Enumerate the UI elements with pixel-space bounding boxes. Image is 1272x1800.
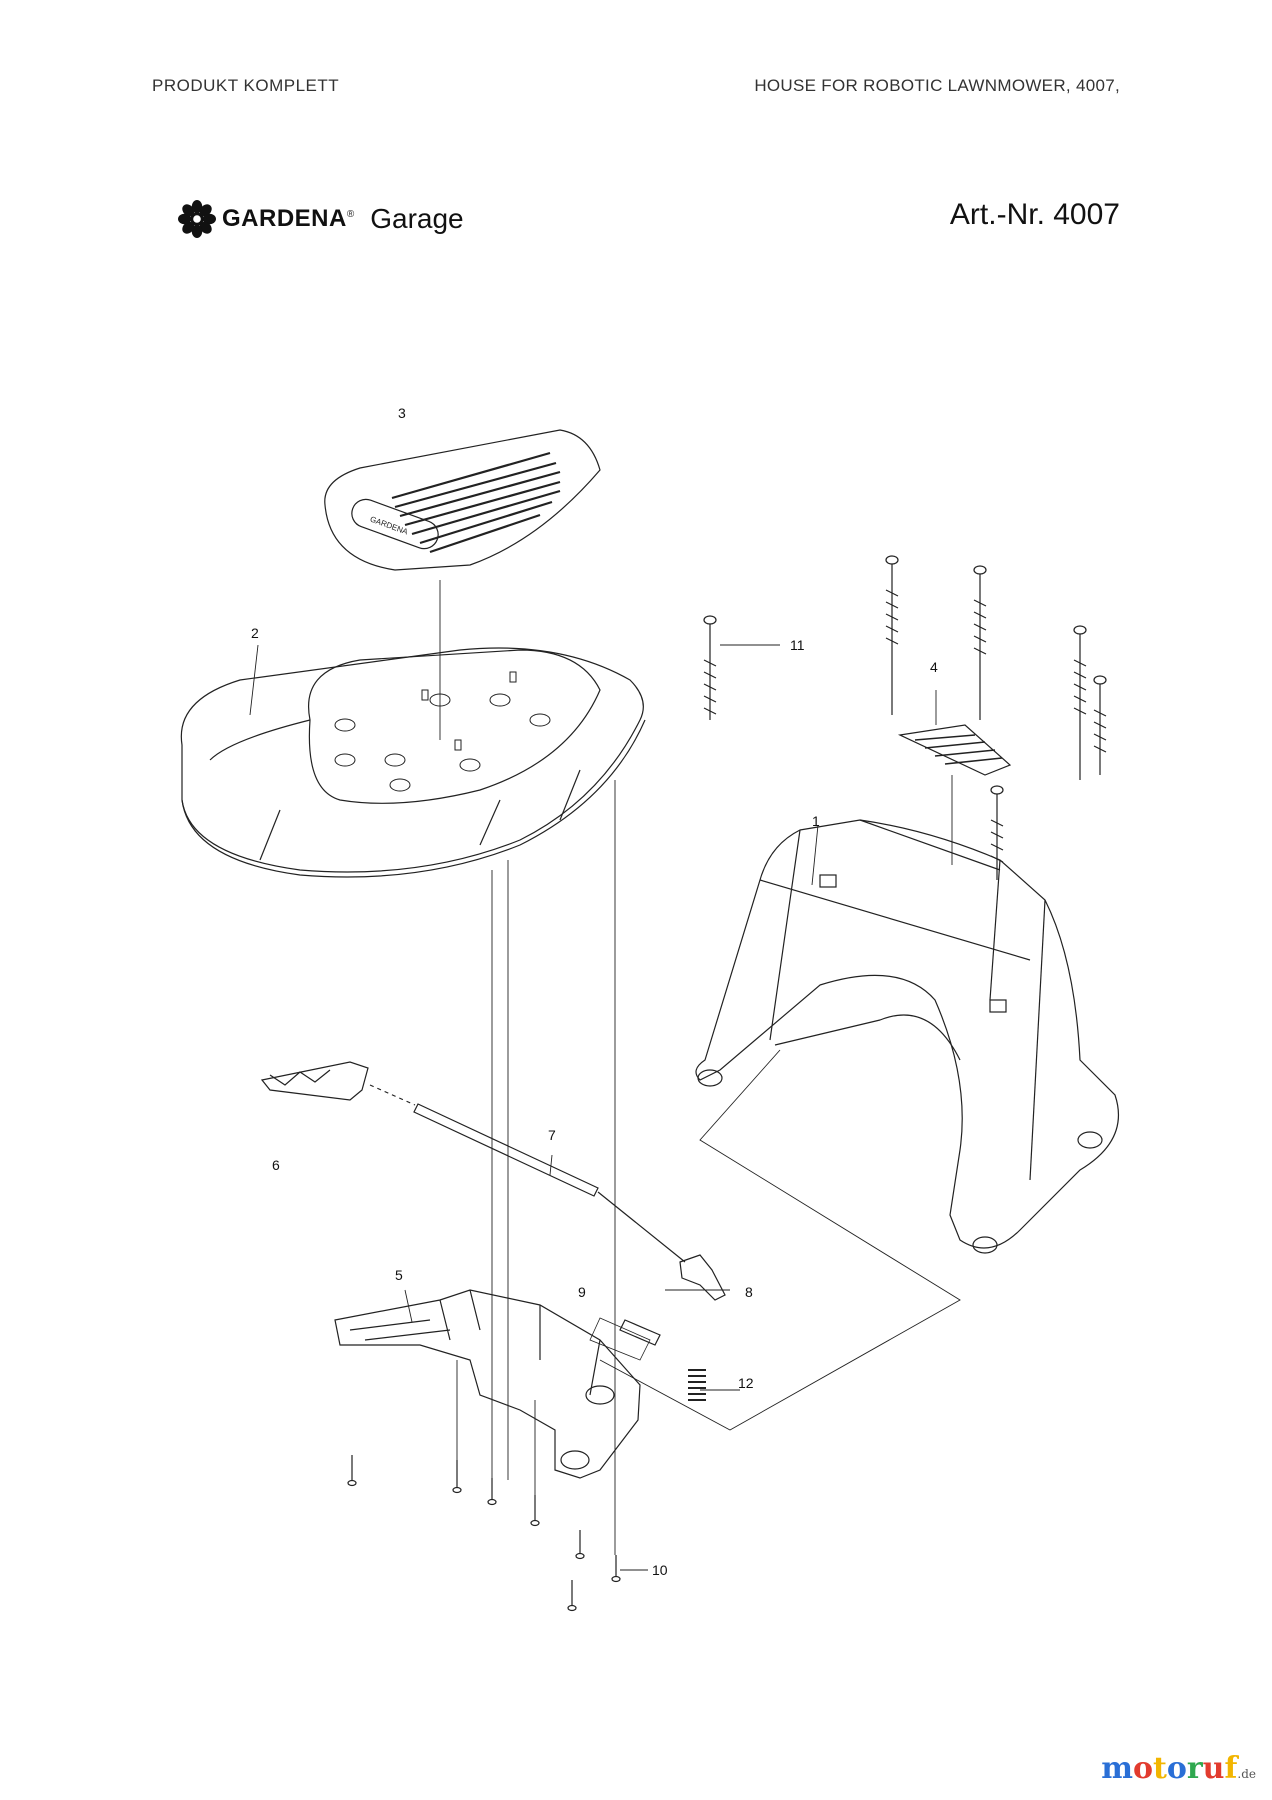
callout-7: 7	[548, 1127, 556, 1143]
callout-1: 1	[812, 813, 820, 829]
part-1-housing	[695, 819, 1119, 1254]
callout-8: 8	[745, 1284, 753, 1300]
footer-site-name: motoruf	[1101, 1751, 1237, 1786]
header-title: HOUSE FOR ROBOTIC LAWNMOWER, 4007,	[754, 76, 1120, 95]
header-product-label: PRODUKT KOMPLETT	[152, 76, 340, 95]
product-name: Garage	[370, 203, 464, 234]
callout-6: 6	[272, 1157, 280, 1173]
footer-site-letter: r	[1186, 1751, 1203, 1786]
part-2-roof	[180, 647, 646, 878]
callout-2: 2	[251, 625, 259, 641]
callout-5: 5	[395, 1267, 403, 1283]
footer-site-letter: o	[1166, 1751, 1187, 1786]
gardena-flower-icon	[178, 200, 216, 238]
brand-block: GARDENA ® Garage	[178, 200, 464, 238]
callout-11: 11	[790, 637, 805, 653]
part-4-vent	[897, 724, 1012, 776]
part-9-pin	[589, 1317, 661, 1361]
assembly-leader-lines	[249, 580, 961, 1571]
footer-site-suffix: .de	[1237, 1767, 1256, 1781]
part-6-bracket	[260, 1061, 369, 1101]
callout-9: 9	[578, 1284, 586, 1300]
part-3-cover-plate: GARDENA	[324, 429, 601, 571]
brand-logo-text: GARDENA	[222, 205, 347, 232]
cover-logo-text: GARDENA	[369, 515, 410, 537]
part-11-ground-pegs	[703, 555, 1107, 880]
footer-site-letter: u	[1202, 1751, 1225, 1786]
part-7-rod	[369, 1084, 686, 1263]
callout-3: 3	[398, 405, 406, 421]
brand-registered-mark: ®	[346, 208, 355, 220]
motoruf-watermark-logo: motoruf.de	[1101, 1751, 1256, 1786]
article-number: Art.-Nr. 4007	[949, 198, 1120, 231]
footer-site-letter: o	[1132, 1751, 1153, 1786]
part-12-spring	[688, 1369, 706, 1401]
callout-12: 12	[738, 1375, 754, 1391]
part-8-latch	[679, 1254, 726, 1301]
callout-4: 4	[930, 659, 938, 675]
footer-site-letter: t	[1152, 1751, 1167, 1786]
callout-10: 10	[652, 1562, 668, 1578]
footer-site-letter: m	[1101, 1751, 1133, 1786]
footer-site-letter: f	[1224, 1751, 1238, 1786]
part-10-screws	[347, 1455, 621, 1612]
part-5-base-frame	[334, 1289, 641, 1479]
